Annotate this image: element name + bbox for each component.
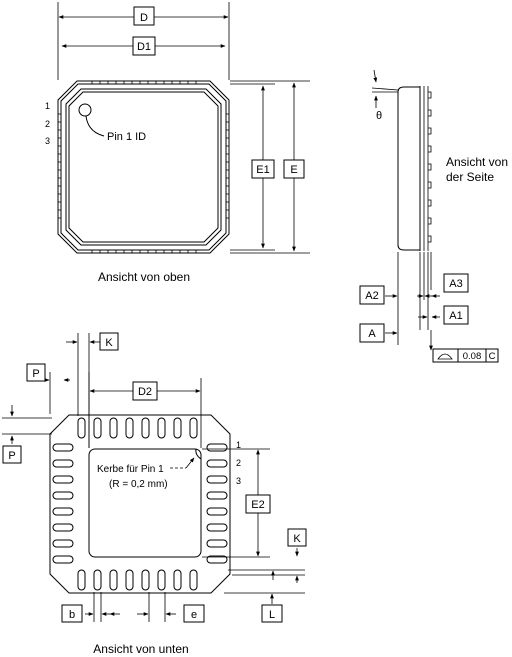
dim-p-left-box	[2, 445, 22, 464]
dim-e2-extension	[202, 448, 270, 558]
package-body-outline	[60, 83, 227, 251]
bottom-pads-right	[206, 443, 228, 564]
top-view-caption: Ansicht von oben	[98, 270, 190, 284]
package-inner-outline	[65, 88, 222, 246]
flatness-datum-cell	[485, 348, 499, 363]
dim-a2-box	[359, 285, 385, 305]
dim-e1-label: E1	[256, 164, 269, 176]
dim-b-e-extension	[93, 592, 166, 622]
bottom-pads-bottom	[77, 569, 198, 591]
flatness-value: 0.08	[463, 351, 482, 362]
bottom-view: Kerbe für Pin 1 (R = 0,2 mm) 1 2 3 K P D…	[2, 332, 307, 656]
dim-p-left-extension	[2, 417, 52, 435]
bottom-pads-top	[77, 417, 198, 439]
pin1-id-leader	[85, 115, 105, 137]
dim-e-pitch-box	[183, 604, 205, 623]
pin1-id-label: Pin 1 ID	[107, 131, 146, 143]
dim-d1-label: D1	[137, 41, 151, 53]
bottom-pads-left	[52, 443, 74, 564]
top-view-leads	[58, 81, 229, 253]
flatness-icon	[437, 353, 453, 360]
side-leads	[428, 91, 432, 243]
dim-d-label: D	[140, 12, 148, 24]
dim-d-extension	[57, 2, 230, 80]
notch-leader-arrow	[185, 457, 195, 469]
dim-k-top-extension	[77, 333, 90, 448]
dim-k-top-box	[99, 332, 119, 351]
package-top-face	[68, 91, 219, 243]
dim-d2-box	[132, 381, 158, 401]
side-view-caption-2: der Seite	[446, 170, 494, 184]
exposed-pad	[88, 448, 202, 558]
dim-a3-box	[443, 273, 469, 293]
dim-d1-box	[132, 36, 156, 56]
side-dim-extension	[397, 252, 432, 345]
dim-d-box	[133, 6, 155, 26]
bottom-view-caption: Ansicht von unten	[93, 642, 188, 656]
notch-label-1: Kerbe für Pin 1	[97, 464, 164, 475]
dim-a1-box	[443, 305, 469, 325]
dim-d2-label: D2	[138, 386, 152, 398]
notch-label-2: (R = 0,2 mm)	[109, 479, 168, 490]
dim-e-extension	[230, 80, 310, 254]
bottom-pin-1: 1	[236, 440, 241, 450]
dim-p-top-box	[26, 363, 46, 382]
pin1-id-dot	[78, 103, 92, 117]
dim-a-label: A	[368, 328, 376, 340]
top-pin-3: 3	[45, 136, 50, 146]
theta-ref-line	[371, 87, 399, 91]
dim-e-pitch-label: e	[191, 609, 197, 621]
flatness-symbol-cell	[432, 348, 459, 363]
dim-l-label: L	[269, 609, 275, 621]
dim-e-box	[283, 159, 305, 179]
dim-l-extension	[224, 574, 305, 594]
bottom-package-outline	[49, 414, 231, 594]
bottom-pin-3: 3	[236, 476, 241, 486]
theta-arrow-top	[373, 69, 378, 83]
dim-k-right-label: K	[293, 533, 301, 545]
dim-a1-label: A1	[449, 310, 462, 322]
side-body	[397, 86, 421, 251]
pin1-notch	[195, 448, 202, 460]
dim-e2-box	[245, 494, 271, 514]
top-pin-1: 1	[45, 101, 50, 111]
dim-e-label: E	[290, 164, 297, 176]
dim-b-label: b	[69, 609, 75, 621]
dim-p-top-label: P	[32, 368, 39, 380]
top-view: Pin 1 ID 1 2 3 D D1 E1 E Ansicht von obe…	[45, 2, 310, 284]
dim-k-right-box	[287, 528, 307, 547]
dim-b-box	[61, 604, 83, 623]
dim-k-top-label: K	[105, 337, 113, 349]
flatness-datum: C	[489, 351, 496, 362]
bottom-pin-2: 2	[236, 458, 241, 468]
dim-a2-label: A2	[365, 290, 378, 302]
package-outer-outline	[57, 80, 230, 254]
dim-p-left-label: P	[8, 450, 15, 462]
dim-e1-box	[251, 159, 275, 179]
top-pin-2: 2	[45, 119, 50, 129]
dim-a3-label: A3	[449, 278, 462, 290]
dim-a-box	[359, 323, 385, 343]
dim-d2-extension	[88, 372, 202, 448]
dim-e2-label: E2	[251, 499, 264, 511]
theta-label: θ	[376, 110, 382, 122]
side-view-caption-1: Ansicht von	[446, 155, 508, 169]
side-view: θ Ansicht von der Seite A3 A2 A1 A 0.08 …	[359, 69, 508, 363]
dim-l-box	[261, 604, 283, 623]
